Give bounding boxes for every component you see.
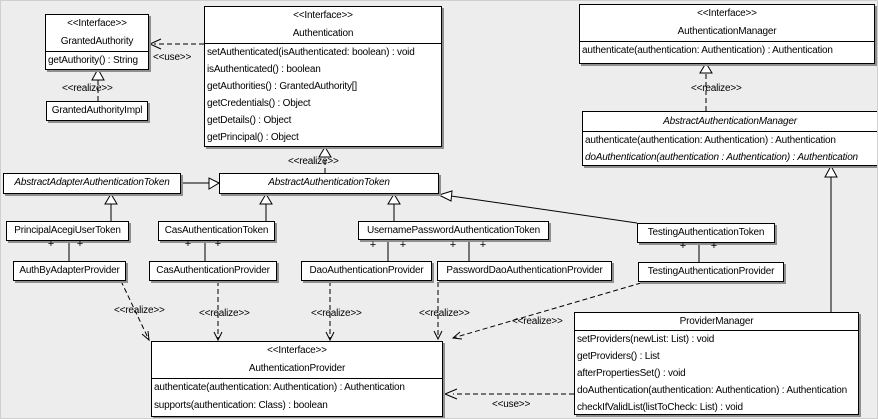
class-principal-acegi-user-token[interactable]: PrincipalAcegiUserToken bbox=[6, 221, 129, 241]
class-dao-authentication-provider[interactable]: DaoAuthenticationProvider bbox=[301, 261, 432, 281]
class-auth-by-adapter-provider[interactable]: AuthByAdapterProvider bbox=[13, 261, 126, 281]
method: setProviders(newList: List) : void bbox=[577, 334, 715, 345]
realize-stereotype-label: <<realize>> bbox=[114, 305, 165, 316]
class-name: AuthByAdapterProvider bbox=[19, 265, 120, 276]
class-cas-authentication-provider[interactable]: CasAuthenticationProvider bbox=[149, 261, 277, 281]
use-stereotype-label: <<use>> bbox=[153, 52, 192, 63]
realize-stereotype-label: <<realize>> bbox=[419, 308, 470, 319]
class-name: DaoAuthenticationProvider bbox=[309, 265, 424, 276]
class-abstract-authentication-manager[interactable]: AbstractAuthenticationManager authentica… bbox=[582, 111, 877, 166]
class-name: PasswordDaoAuthenticationProvider bbox=[446, 265, 603, 276]
class-testing-authentication-provider[interactable]: TestingAuthenticationProvider bbox=[638, 262, 784, 282]
class-name: AbstractAdapterAuthenticationToken bbox=[14, 177, 170, 188]
stereotype: <<Interface>> bbox=[267, 345, 327, 356]
class-name: UsernamePasswordAuthenticationToken bbox=[366, 225, 541, 236]
association-end-label: + bbox=[214, 238, 222, 250]
class-name: CasAuthenticationProvider bbox=[156, 265, 270, 276]
class-name: AuthenticationProvider bbox=[248, 363, 346, 374]
realize-stereotype-label: <<realize>> bbox=[512, 316, 563, 327]
method: setAuthenticated(isAuthenticated: boolea… bbox=[207, 47, 415, 58]
class-username-password-authentication-token[interactable]: UsernamePasswordAuthenticationToken bbox=[358, 221, 549, 240]
class-provider-manager[interactable]: ProviderManager setProviders(newList: Li… bbox=[574, 312, 859, 415]
method: afterPropertiesSet() : void bbox=[577, 368, 686, 379]
class-name: AuthenticationManager bbox=[677, 26, 777, 37]
class-name: PrincipalAcegiUserToken bbox=[14, 225, 121, 236]
use-stereotype-label: <<use>> bbox=[492, 399, 531, 410]
class-abstract-adapter-authentication-token[interactable]: AbstractAdapterAuthenticationToken bbox=[3, 173, 181, 194]
class-authentication-manager[interactable]: <<Interface>> AuthenticationManager auth… bbox=[579, 4, 875, 64]
association-end-label: + bbox=[76, 238, 84, 250]
method: doAuthentication(authentication: Authent… bbox=[577, 385, 847, 396]
method: isAuthenticated() : boolean bbox=[207, 64, 321, 75]
stereotype: <<Interface>> bbox=[697, 8, 757, 19]
class-cas-authentication-token[interactable]: CasAuthenticationToken bbox=[158, 221, 275, 241]
method: checkIfValidList(listToCheck: List) : vo… bbox=[577, 402, 743, 413]
method: authenticate(authentication: Authenticat… bbox=[154, 382, 405, 393]
class-testing-authentication-token[interactable]: TestingAuthenticationToken bbox=[637, 223, 775, 243]
class-authentication[interactable]: <<Interface>> Authentication setAuthenti… bbox=[204, 6, 442, 147]
class-password-dao-authentication-provider[interactable]: PasswordDaoAuthenticationProvider bbox=[437, 261, 612, 281]
class-name: GrantedAuthority bbox=[60, 36, 134, 47]
association-end-label: + bbox=[399, 239, 407, 251]
association-end-label: + bbox=[184, 238, 192, 250]
realize-stereotype-label: <<realize>> bbox=[311, 308, 362, 319]
class-granted-authority-impl[interactable]: GrantedAuthorityImpl bbox=[46, 101, 148, 121]
association-end-label: + bbox=[479, 239, 487, 251]
method: getProviders() : List bbox=[577, 351, 660, 362]
class-authentication-provider[interactable]: <<Interface>> AuthenticationProvider aut… bbox=[151, 341, 443, 417]
association-end-label: + bbox=[449, 239, 457, 251]
class-granted-authority[interactable]: <<Interface>> GrantedAuthority getAuthor… bbox=[45, 14, 149, 70]
realize-stereotype-label: <<realize>> bbox=[288, 156, 339, 167]
class-name: ProviderManager bbox=[679, 316, 754, 327]
method: authenticate(authentication: Authenticat… bbox=[585, 135, 836, 146]
class-name: GrantedAuthorityImpl bbox=[51, 105, 143, 116]
method: getAuthorities() : GrantedAuthority[] bbox=[207, 81, 357, 92]
method: doAuthentication(authentication : Authen… bbox=[585, 152, 858, 163]
method: getAuthority() : String bbox=[48, 55, 138, 66]
stereotype: <<Interface>> bbox=[293, 10, 353, 21]
class-name: CasAuthenticationToken bbox=[164, 225, 269, 236]
method: getDetails() : Object bbox=[207, 115, 292, 126]
association-end-label: + bbox=[369, 239, 377, 251]
realize-stereotype-label: <<realize>> bbox=[199, 308, 250, 319]
realize-stereotype-label: <<realize>> bbox=[691, 83, 742, 94]
class-name: TestingAuthenticationProvider bbox=[647, 266, 775, 277]
method: supports(authentication: Class) : boolea… bbox=[154, 400, 328, 411]
method: getCredentials() : Object bbox=[207, 98, 311, 109]
class-name: Authentication bbox=[292, 28, 354, 39]
method: getPrincipal() : Object bbox=[207, 132, 299, 143]
class-name: AbstractAuthenticationManager bbox=[663, 116, 797, 127]
method: authenticate(authentication: Authenticat… bbox=[582, 45, 833, 56]
stereotype: <<Interface>> bbox=[67, 18, 127, 29]
association-end-label: + bbox=[710, 240, 718, 252]
association-end-label: + bbox=[47, 238, 55, 250]
association-end-label: + bbox=[679, 240, 687, 252]
realize-stereotype-label: <<realize>> bbox=[62, 83, 113, 94]
class-name: TestingAuthenticationToken bbox=[647, 227, 765, 238]
class-abstract-authentication-token[interactable]: AbstractAuthenticationToken bbox=[219, 173, 439, 194]
class-name: AbstractAuthenticationToken bbox=[268, 177, 390, 188]
